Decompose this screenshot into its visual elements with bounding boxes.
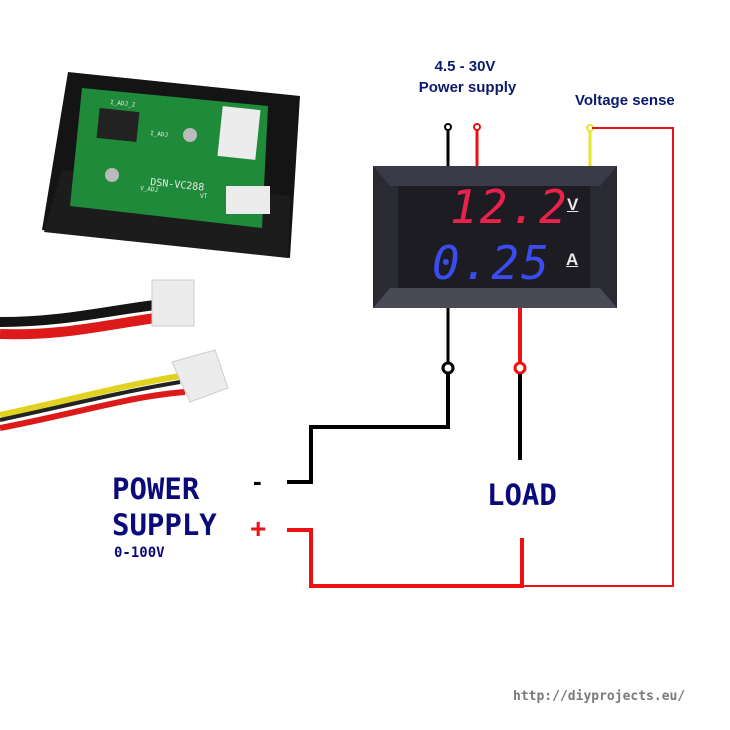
positive-supply-wire <box>287 528 524 588</box>
voltage-reading: 12.2 <box>450 180 569 234</box>
sense-cable-connector <box>171 349 229 403</box>
silkscreen-i-adj: I_ADJ <box>150 130 169 139</box>
voltmeter-module-photo: DSN-VC288 I_ADJ_2 I_ADJ V_ADJ VT <box>42 72 300 258</box>
source-url: http://diyprojects.eu/ <box>513 689 686 704</box>
power-connector <box>217 106 261 160</box>
ic-chip <box>96 107 140 143</box>
ground-wire <box>287 374 450 484</box>
voltage-unit: V <box>567 195 579 214</box>
power-supply-range: 0-100V <box>114 545 165 561</box>
positive-terminal-label: + <box>250 513 267 544</box>
i-adj-potentiometer <box>183 128 197 142</box>
supply-voltage-label: 4.5 - 30V <box>434 58 496 75</box>
current-unit: A <box>566 250 579 269</box>
supply-positive-terminal <box>473 123 481 131</box>
power-supply-label-line1: POWER <box>112 472 200 506</box>
silkscreen-i-adj-2: I_ADJ_2 <box>110 99 136 109</box>
sense-cable-photo <box>0 349 229 431</box>
supply-name-label: Power supply <box>418 79 517 96</box>
silkscreen-v-adj: V_ADJ <box>140 185 159 194</box>
v-adj-potentiometer <box>105 168 119 182</box>
meter-display <box>373 166 617 308</box>
meter-negative-terminal <box>441 361 455 375</box>
power-cable-photo <box>0 279 195 340</box>
negative-terminal-label: - <box>253 466 262 496</box>
silkscreen-vt: VT <box>200 193 208 200</box>
power-supply-label-line2: SUPPLY <box>112 508 217 542</box>
sense-connector <box>226 186 270 214</box>
supply-negative-terminal <box>444 123 452 131</box>
meter-load-terminal <box>513 361 527 375</box>
current-reading: 0.25 <box>432 236 551 290</box>
power-cable-connector <box>151 279 195 327</box>
voltage-sense-line <box>522 127 674 587</box>
load-label: LOAD <box>487 478 557 512</box>
voltage-sense-label: Voltage sense <box>575 92 675 109</box>
